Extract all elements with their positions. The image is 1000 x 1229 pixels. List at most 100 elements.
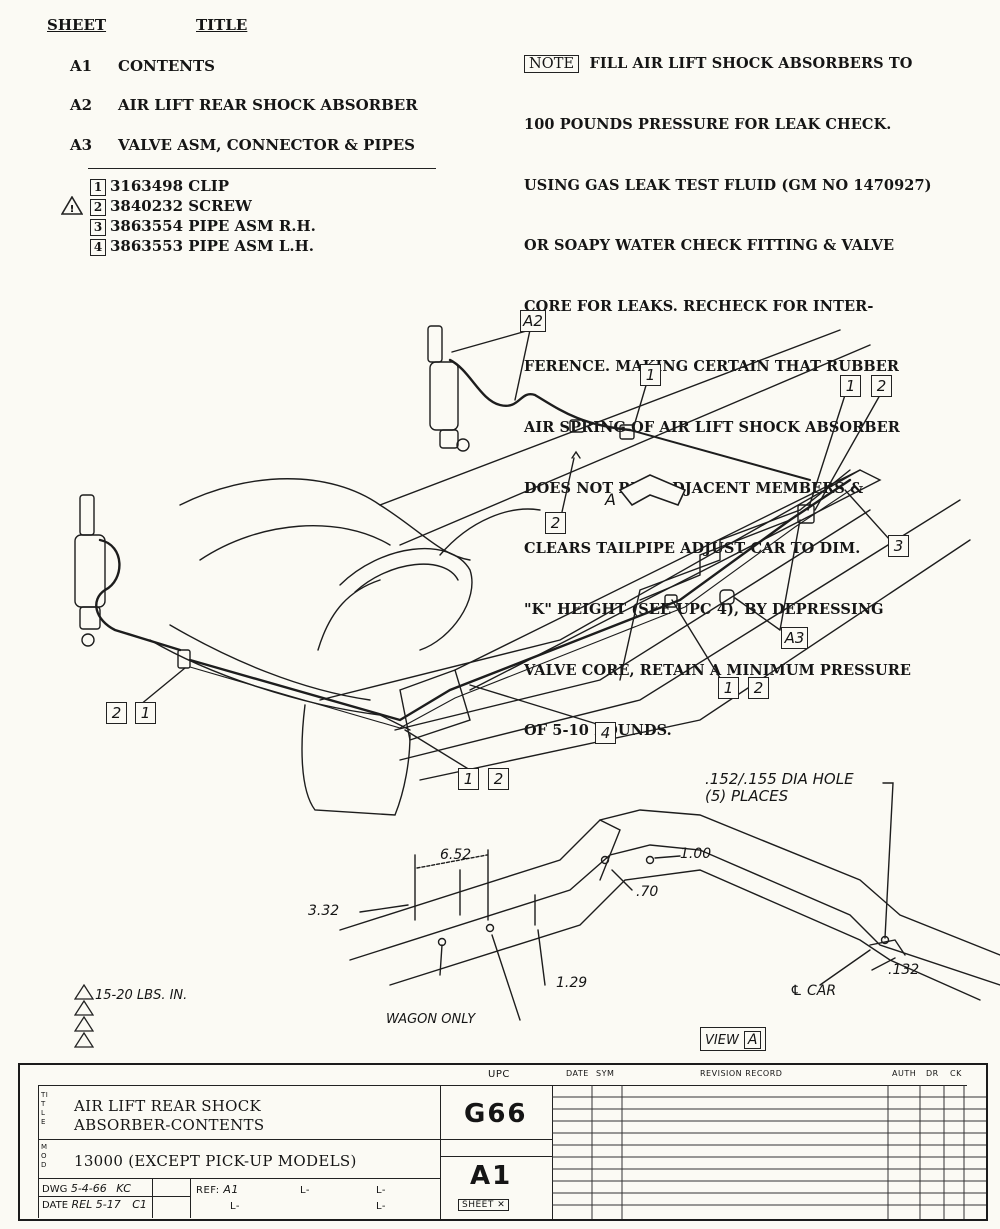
side-title-label: TITLE: [41, 1091, 49, 1126]
dwg-row: DWG 5-4-66 KC: [42, 1182, 131, 1195]
sheet-label: SHEET ✕: [458, 1199, 510, 1211]
callout-2: 2: [871, 375, 892, 397]
upc-label: UPC: [488, 1069, 510, 1080]
part-description: SCREW: [188, 197, 252, 215]
date-label: DATE: [42, 1200, 69, 1211]
dimension-129: 1.29: [556, 975, 588, 991]
dwg-divider: [190, 1178, 191, 1218]
title-block-frame: [38, 1085, 967, 1218]
wagon-only-label: WAGON ONLY: [386, 1012, 476, 1027]
revision-header-row: DATE SYM REVISION RECORD AUTH DR CK: [554, 1069, 984, 1081]
callout-1: 1: [458, 768, 479, 790]
part-description: PIPE ASM L.H.: [188, 237, 314, 255]
note-line: USING GAS LEAK TEST FLUID (GM NO 1470927…: [524, 176, 932, 194]
note-line: OR SOAPY WATER CHECK FITTING & VALVE: [524, 237, 895, 255]
item-number-box: 2: [90, 199, 106, 216]
drawing-title-line: AIR LIFT REAR SHOCK: [74, 1097, 262, 1115]
view-arrow-label: A: [605, 490, 616, 509]
title-divider: [38, 1139, 552, 1140]
ref-label: REF:: [196, 1185, 220, 1196]
callout-2: 2: [748, 677, 769, 699]
part-number: 3840232: [110, 197, 184, 215]
release-initials: C1: [132, 1198, 147, 1211]
dwg-date: 5-4-66: [70, 1182, 107, 1195]
l-mark: L-: [376, 1185, 387, 1196]
revision-grid: [552, 1085, 986, 1219]
l-mark: L-: [300, 1185, 311, 1196]
item-number-box: 4: [90, 239, 106, 256]
view-a-detail: [339, 782, 1000, 1021]
rev-header: DR: [926, 1069, 939, 1078]
callout-2: 2: [545, 512, 566, 534]
part-description: PIPE ASM R.H.: [188, 217, 316, 235]
sheet-row: A3 VALVE ASM, CONNECTOR & PIPES: [0, 136, 440, 156]
installation-drawing: [74, 325, 971, 816]
l-mark: L-: [230, 1201, 241, 1212]
hole-note-line: .152/.155 DIA HOLE: [705, 770, 854, 788]
left-shock-absorber: [74, 494, 182, 652]
view-word: VIEW: [705, 1033, 739, 1048]
index-divider: [88, 168, 436, 169]
note-line: CORE FOR LEAKS. RECHECK FOR INTER-: [524, 297, 874, 315]
callout-2: 2: [488, 768, 509, 790]
ref-value: A1: [223, 1183, 239, 1196]
dimension-132: .132: [888, 962, 920, 978]
dwg-initials: KC: [116, 1182, 131, 1195]
title-column-header: TITLE: [196, 16, 248, 34]
hole-note: .152/.155 DIA HOLE (5) PLACES: [705, 771, 854, 805]
torque-note: 15-20 LBS. IN.: [95, 988, 188, 1003]
item-number-box: 3: [90, 219, 106, 236]
upc-number: G66: [464, 1099, 528, 1129]
view-a-label: VIEW A: [700, 1027, 767, 1051]
note-tag: NOTE: [524, 55, 580, 74]
drawing-title-line: ABSORBER-CONTENTS: [74, 1116, 265, 1134]
callout-1: 1: [718, 677, 739, 699]
model-applicability: 13000 (EXCEPT PICK-UP MODELS): [74, 1152, 357, 1170]
upc-sheet-divider: [440, 1156, 552, 1157]
sheet-code: A1: [70, 57, 93, 75]
dwg-divider: [152, 1178, 153, 1218]
ref-row: REF: A1: [196, 1183, 239, 1196]
part-description: CLIP: [188, 177, 230, 195]
rev-header: CK: [950, 1069, 962, 1078]
upc-cell-divider: [440, 1085, 441, 1219]
revision-divider: [552, 1085, 553, 1219]
date-row: DATE REL 5-17 C1: [42, 1198, 147, 1211]
dwg-row-divider: [38, 1196, 190, 1197]
warning-triangle-icon: !: [61, 196, 83, 215]
car-centerline-label: ℄ CAR: [790, 983, 837, 999]
callout-1: 1: [840, 375, 861, 397]
callout-3: 3: [888, 535, 909, 557]
l-mark: L-: [376, 1201, 387, 1212]
dimension-70: .70: [636, 884, 659, 900]
note-line: NOTE FILL AIR LIFT SHOCK ABSORBERS TO: [524, 54, 932, 74]
sheet-title: VALVE ASM, CONNECTOR & PIPES: [118, 136, 416, 154]
rev-header: REVISION RECORD: [700, 1069, 783, 1078]
rev-header: DATE: [566, 1069, 589, 1078]
part-number: 3863554: [110, 217, 184, 235]
callout-a3: A3: [781, 627, 808, 649]
sheet-title: AIR LIFT REAR SHOCK ABSORBER: [118, 96, 418, 114]
callout-4: 4: [595, 722, 616, 744]
svg-text:!: !: [70, 204, 75, 215]
rev-header: SYM: [596, 1069, 615, 1078]
sheet-column-header: SHEET: [47, 16, 107, 34]
side-mod-label: MOD: [41, 1143, 48, 1169]
sheet-code: A3: [70, 136, 93, 154]
sheet-code: A2: [70, 96, 93, 114]
leak-check-note: NOTE FILL AIR LIFT SHOCK ABSORBERS TO 10…: [524, 14, 932, 762]
view-letter: A: [743, 1031, 762, 1049]
callout-1: 1: [135, 702, 156, 724]
dimension-652: 6.52: [440, 847, 472, 863]
sheet-number: A1: [470, 1161, 513, 1191]
item-number-box: 1: [90, 179, 106, 196]
dimension-332: 3.32: [308, 903, 340, 919]
callout-1: 1: [640, 364, 661, 386]
note-line: 100 POUNDS PRESSURE FOR LEAK CHECK.: [524, 116, 892, 134]
callout-2: 2: [106, 702, 127, 724]
title-block: UPC DATE SYM REVISION RECORD AUTH DR CK …: [18, 1063, 988, 1221]
